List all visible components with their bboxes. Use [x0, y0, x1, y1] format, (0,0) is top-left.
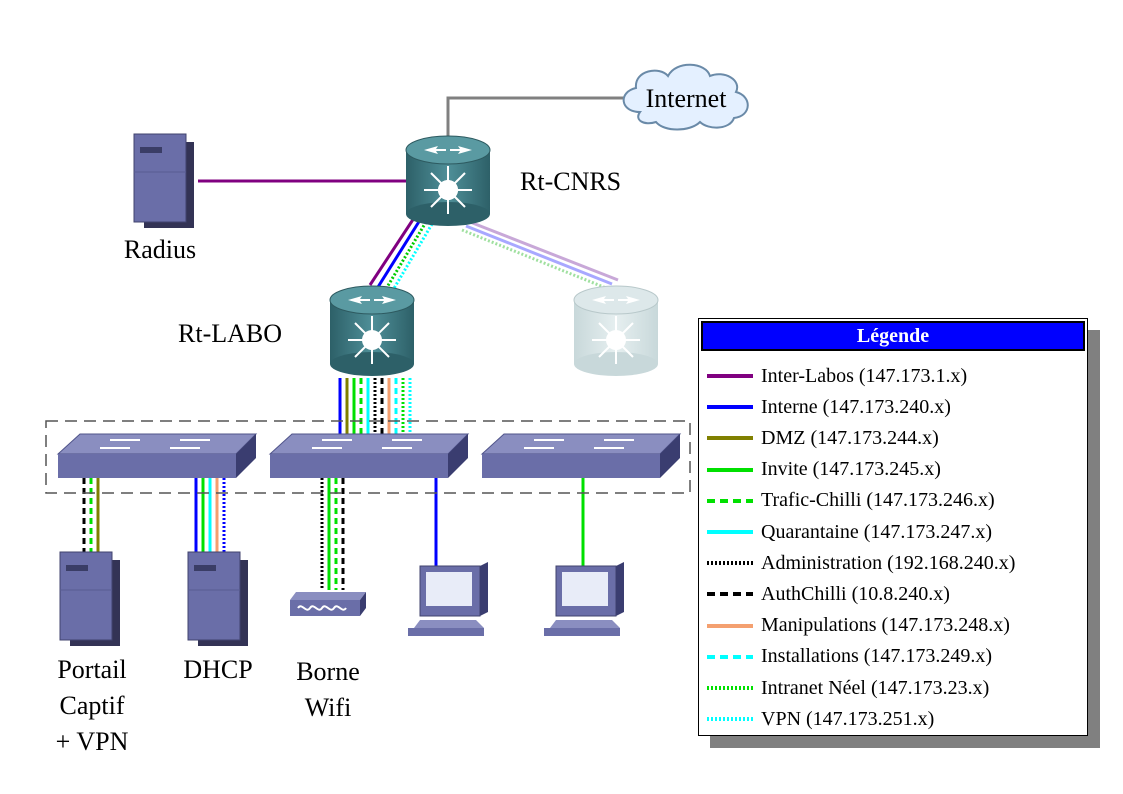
legend-item: Installations (147.173.249.x) — [707, 642, 992, 672]
legend-title: Légende — [701, 321, 1085, 351]
link-cnrs-labo — [368, 217, 434, 291]
radius-server-icon — [133, 133, 194, 228]
legend-item: Intranet Néel (147.173.23.x) — [707, 673, 989, 703]
workstation-2-icon — [544, 562, 624, 636]
borne-label-2: Wifi — [305, 693, 352, 722]
dhcp-server-icon — [187, 551, 248, 646]
wifi-access-point-icon — [290, 592, 366, 616]
switch-3-icon — [480, 433, 682, 478]
rt-cnrs-router-icon — [405, 135, 491, 226]
legend-label: Intranet Néel (147.173.23.x) — [761, 676, 990, 699]
legend-item: Inter-Labos (147.173.1.x) — [707, 361, 967, 391]
link-internet — [446, 96, 640, 140]
legend-swatch — [707, 592, 753, 597]
link-cnrs-ghost — [461, 220, 619, 290]
workstation-1-icon — [408, 562, 488, 636]
legend-item: Quarantaine (147.173.247.x) — [707, 517, 992, 547]
switch-2-icon — [268, 433, 470, 478]
link-switch-dhcp — [194, 478, 226, 552]
legend-swatch — [707, 717, 753, 722]
legend-label: Manipulations (147.173.248.x) — [761, 614, 1010, 637]
portail-label-2: Captif — [60, 691, 125, 720]
link-switch-portail — [82, 478, 100, 552]
legend-label: Interne (147.173.240.x) — [761, 395, 951, 418]
radius-label: Radius — [124, 235, 196, 264]
legend-item: Manipulations (147.173.248.x) — [707, 611, 1010, 641]
switch-group-box — [45, 420, 691, 494]
legend-label: VPN (147.173.251.x) — [761, 707, 935, 730]
legend-item: Administration (192.168.240.x) — [707, 548, 1015, 578]
legend-label: Administration (192.168.240.x) — [761, 551, 1016, 574]
legend-swatch — [707, 530, 753, 534]
internet-cloud-icon: Internet — [622, 63, 749, 131]
internet-label: Internet — [646, 84, 728, 113]
legend-item: Invite (147.173.245.x) — [707, 455, 941, 485]
legend-swatch — [707, 654, 753, 659]
legend: Légende Inter-Labos (147.173.1.x) Interne… — [698, 318, 1088, 736]
legend-item: VPN (147.173.251.x) — [707, 704, 934, 734]
portail-label-1: Portail — [57, 655, 126, 684]
switch-1-icon — [56, 433, 258, 478]
ghost-router-icon — [573, 285, 659, 376]
legend-swatch — [707, 374, 753, 378]
legend-swatch — [707, 498, 753, 503]
legend-swatch — [707, 405, 753, 410]
legend-label: DMZ (147.173.244.x) — [761, 426, 939, 449]
portail-label-3: + VPN — [56, 727, 129, 756]
legend-item: Trafic-Chilli (147.173.246.x) — [707, 486, 995, 516]
legend-label: AuthChilli (10.8.240.x) — [761, 582, 950, 605]
borne-label-1: Borne — [296, 657, 360, 686]
legend-swatch — [707, 436, 753, 441]
legend-label: Invite (147.173.245.x) — [761, 458, 941, 481]
legend-label: Trafic-Chilli (147.173.246.x) — [761, 489, 995, 512]
legend-item: DMZ (147.173.244.x) — [707, 423, 939, 453]
legend-swatch — [707, 623, 753, 628]
portail-server-icon — [59, 551, 120, 646]
link-labo-switch — [338, 378, 412, 436]
dhcp-label: DHCP — [183, 655, 252, 684]
legend-item: Interne (147.173.240.x) — [707, 392, 951, 422]
rt-labo-label: Rt-LABO — [178, 319, 282, 348]
legend-label: Quarantaine (147.173.247.x) — [761, 520, 993, 543]
legend-label: Inter-Labos (147.173.1.x) — [761, 364, 968, 387]
legend-swatch — [707, 561, 753, 566]
legend-swatch — [707, 467, 753, 472]
rt-labo-router-icon — [329, 285, 415, 376]
rt-cnrs-label: Rt-CNRS — [520, 167, 621, 196]
legend-swatch — [707, 686, 753, 690]
link-switch-borne — [320, 478, 345, 590]
legend-label: Installations (147.173.249.x) — [761, 645, 993, 668]
legend-item: AuthChilli (10.8.240.x) — [707, 579, 950, 609]
